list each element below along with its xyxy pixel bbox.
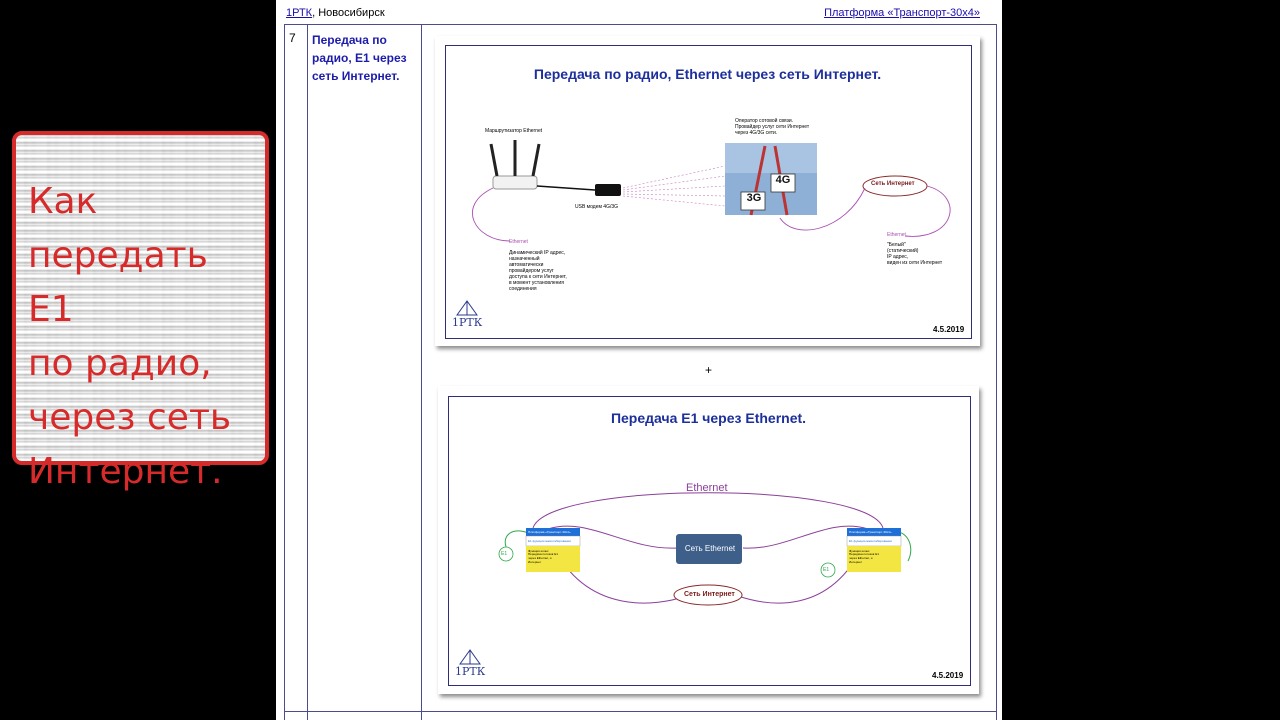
- device-left-func-title: Функция шлюз: [528, 549, 549, 553]
- internet-cloud-label: Сеть Интернет: [684, 591, 735, 598]
- ethernet-switch-icon: [676, 534, 742, 564]
- device-left-subheader: E1 функции масштабирования: [528, 539, 571, 543]
- e1-right-icon: [820, 562, 836, 578]
- e1-left-label: E1: [501, 551, 508, 557]
- table-col-divider-1: [307, 24, 308, 720]
- router-label: Маршрутизатор Ethernet: [485, 128, 543, 134]
- table-right-border: [996, 24, 997, 720]
- platform-link[interactable]: Платформа «Транспорт-30х4»: [824, 7, 980, 19]
- device-right-subheader: E1 функции масштабирования: [849, 539, 892, 543]
- badge-3g: 3G: [746, 192, 762, 204]
- header-right: Платформа «Транспорт-30х4»: [824, 3, 980, 21]
- device-left-func-text: Передача потоков Е1 через Ethernet, и Ин…: [528, 552, 558, 564]
- e1-right-label: E1: [823, 567, 830, 573]
- ethernet-links: [472, 185, 951, 242]
- table-left-border: [284, 24, 285, 720]
- slide-frame: [445, 45, 972, 339]
- slide-radio-ethernet: Передача по радио, Ethernet через сеть И…: [435, 36, 980, 346]
- ethernet-right-label: Ethernet: [887, 232, 906, 238]
- router-icon: [489, 140, 541, 190]
- ethernet-left-label: Ethernet: [509, 239, 528, 245]
- ethernet-label: Ethernet: [686, 482, 728, 494]
- slide-date: 4.5.2019: [932, 671, 964, 680]
- table-bottom-border: [284, 711, 997, 712]
- slide-e1-over-ethernet: Передача Е1 через Ethernet.: [438, 386, 979, 694]
- rtk-logo-icon: [459, 649, 481, 665]
- e1-network-diagram: [459, 492, 912, 665]
- internet-cloud-icon: [673, 584, 743, 606]
- header-left: 1РТК, Новосибирск: [286, 3, 385, 21]
- table-top-border: [284, 24, 997, 25]
- gateway-device-right-icon: [846, 528, 902, 572]
- radio-beams: [622, 165, 726, 207]
- table-col-divider-2: [421, 24, 422, 720]
- rtk-logo-text: 1РТК: [452, 316, 483, 329]
- usb-modem-icon: [536, 184, 621, 196]
- caption-text: Как передать Е1 по радио, через сеть Инт…: [28, 181, 232, 492]
- row-title: Передача по радио, Е1 через сеть Интерне…: [312, 33, 407, 83]
- device-right-header: Платформа «Транспорт-30х4»: [849, 530, 892, 534]
- row-number: 7: [289, 31, 296, 45]
- slide-title: Передача по радио, Ethernet через сеть И…: [533, 66, 882, 82]
- video-caption-card: Как передать Е1 по радио, через сеть Инт…: [12, 131, 269, 492]
- static-ip-note: "Белый" (статический) IP адрес, виден из…: [887, 242, 943, 266]
- slide-date: 4.5.2019: [933, 325, 965, 334]
- device-left-header: Платформа «Транспорт-30х4»: [528, 530, 571, 534]
- slide-title: Передача Е1 через Ethernet.: [610, 410, 807, 426]
- usb-modem-label: USB модем 4G/3G: [575, 204, 619, 210]
- org-link[interactable]: 1РТК: [286, 7, 313, 19]
- slide-frame: [448, 396, 971, 686]
- device-right-func-title: Функция шлюз: [849, 549, 870, 553]
- org-city: , Новосибирск: [312, 7, 385, 19]
- internet-cloud-label: Сеть Интернет: [871, 181, 915, 187]
- dynamic-ip-note: Динамический IP адрес, назначенный автом…: [509, 250, 567, 292]
- badge-4g: 4G: [775, 174, 791, 186]
- cell-tower-image: [725, 143, 817, 216]
- device-right-func-text: Передача потоков Е1 через Ethernet, и Ин…: [849, 552, 879, 564]
- gateway-device-left-icon: [525, 528, 581, 572]
- radio-network-diagram: [456, 140, 951, 316]
- rtk-logo-icon: [456, 300, 478, 316]
- e1-left-icon: [498, 546, 514, 562]
- plus-sign: +: [705, 363, 713, 377]
- switch-label: Сеть Ethernet: [684, 544, 736, 553]
- rtk-logo-text: 1РТК: [455, 665, 486, 678]
- operator-label: Оператор сотовой связи. Провайдер услуг …: [735, 118, 810, 136]
